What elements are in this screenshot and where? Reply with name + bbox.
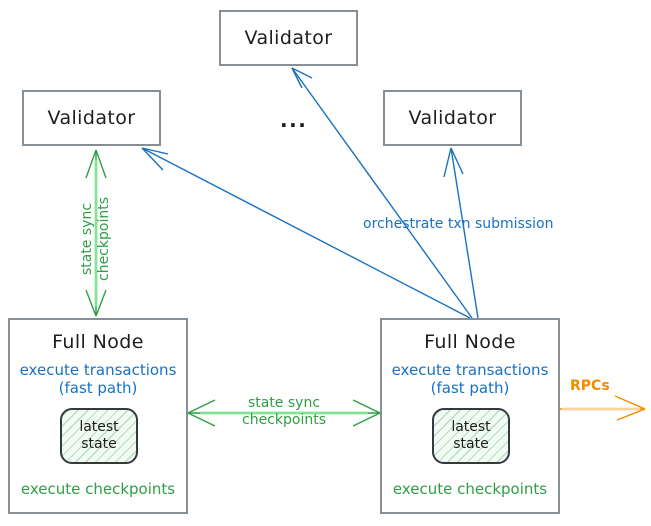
full-node-right-green-text: execute checkpoints (392, 480, 548, 498)
validator-box-top[interactable]: Validator (219, 10, 358, 66)
arrow-rpcs (558, 395, 646, 421)
label-state-sync-horizontal-line-2: checkpoints (242, 412, 326, 428)
label-state-sync-vertical-line-1: state sync (79, 202, 95, 276)
validator-box-left[interactable]: Validator (22, 90, 161, 146)
latest-state-right-line-1: latest (451, 419, 491, 435)
full-node-left-blue-line-1: execute transactions (19, 361, 177, 379)
latest-state-left-line-2: state (81, 436, 117, 452)
full-node-box-right[interactable]: Full Node execute transactions (fast pat… (380, 318, 560, 514)
latest-state-left-line-1: latest (79, 419, 119, 435)
arrow-fullnode-to-validator-right (443, 147, 479, 319)
validator-box-right[interactable]: Validator (383, 90, 522, 146)
full-node-left-blue-line-2: (fast path) (58, 379, 138, 397)
full-node-right-title: Full Node (424, 331, 516, 353)
arrow-fullnode-to-validator-left (141, 147, 471, 319)
full-node-box-left[interactable]: Full Node execute transactions (fast pat… (8, 318, 188, 514)
latest-state-box-left[interactable]: latest state (60, 408, 138, 464)
validator-top-label: Validator (244, 27, 333, 49)
full-node-right-blue-line-1: execute transactions (391, 361, 549, 379)
latest-state-box-right[interactable]: latest state (432, 408, 510, 464)
validator-right-label: Validator (408, 107, 497, 129)
full-node-right-blue-line-2: (fast path) (430, 379, 510, 397)
label-state-sync-horizontal: state sync checkpoints (214, 395, 354, 429)
label-state-sync-vertical-line-2: checkpoints (96, 197, 112, 281)
validator-left-label: Validator (47, 107, 136, 129)
label-state-sync-horizontal-line-1: state sync (247, 395, 321, 411)
label-orchestrate-txn-submission: orchestrate txn submission (363, 216, 554, 232)
full-node-left-title: Full Node (52, 331, 144, 353)
latest-state-right-line-2: state (453, 436, 489, 452)
full-node-right-blue-text: execute transactions (fast path) (382, 361, 558, 397)
full-node-left-green-text: execute checkpoints (20, 480, 176, 498)
label-state-sync-vertical: state sync checkpoints (79, 171, 113, 307)
full-node-left-blue-text: execute transactions (fast path) (10, 361, 186, 397)
label-rpcs: RPCs (570, 378, 610, 394)
ellipsis-more-validators: ... (280, 108, 308, 132)
